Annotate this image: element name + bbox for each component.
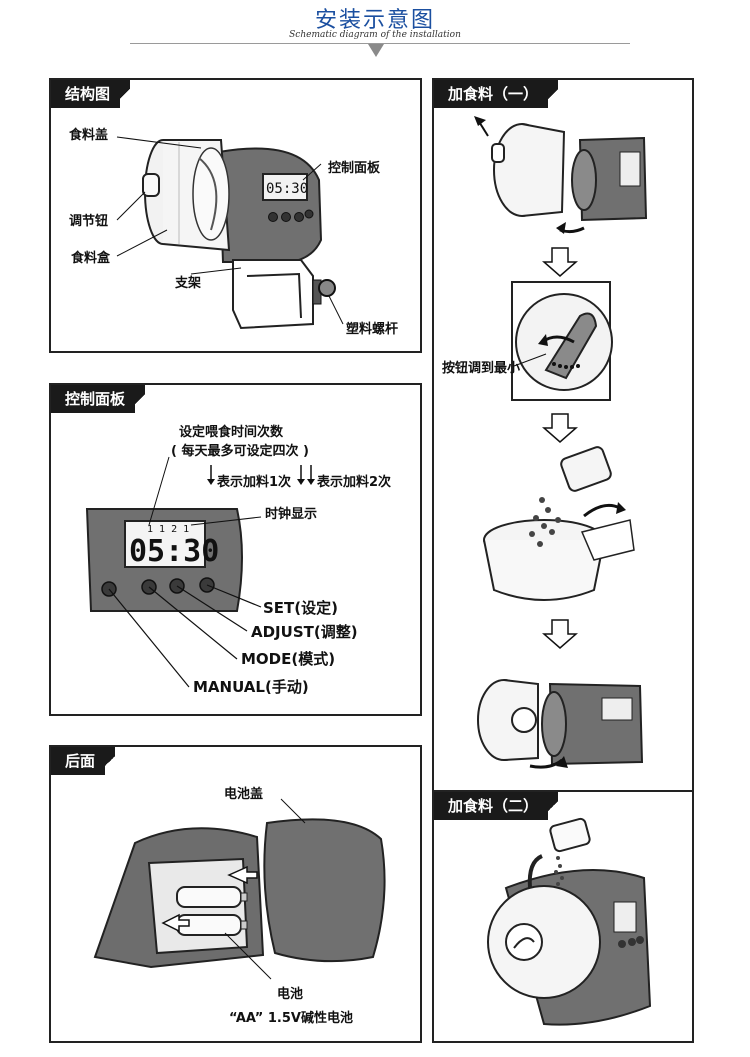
label-battery: 电池 — [277, 987, 304, 1002]
control-panel-section: 控制面板 设定喂食时间次数 ( 每天最多可设定四次 ) 05:30 1 1 2 … — [49, 383, 422, 716]
battery-compartment-illustration — [93, 798, 386, 980]
label-battery-type: “AA” 1.5V碱性电池 — [229, 1011, 353, 1026]
label-set-button: SET(设定) — [263, 599, 338, 617]
label-feed-once: 表示加料1次 — [217, 475, 292, 490]
back-panel: 后面 电池盖 电池 “AA” 1.5V碱性电池 — [49, 745, 422, 1043]
feed-steps-illustration — [474, 116, 648, 769]
feed-step-one-panel: 加食料（一） — [432, 78, 694, 794]
label-feed-twice: 表示加料2次 — [317, 475, 392, 490]
down-triangle-icon — [368, 44, 384, 57]
header-divider — [130, 43, 630, 44]
down-arrows-icon: 05:30 1 1 2 1 — [85, 456, 315, 688]
feed-two-tag: 加食料（二） — [434, 792, 559, 820]
label-manual-button: MANUAL(手动) — [193, 678, 309, 696]
label-knob: 调节钮 — [69, 214, 109, 229]
page-subtitle: Schematic diagram of the installation — [289, 30, 461, 40]
label-feed-max: ( 每天最多可设定四次 ) — [171, 444, 309, 459]
structure-display-text: 05:30 — [266, 181, 308, 197]
control-display-time: 05:30 — [129, 534, 219, 569]
control-tag: 控制面板 — [51, 385, 146, 413]
control-display-top: 1 1 2 1 — [147, 524, 189, 535]
label-stand: 支架 — [175, 276, 202, 291]
page-title: 安装示意图 — [314, 8, 435, 33]
label-box: 食料盒 — [71, 251, 111, 266]
feed-one-tag: 加食料（一） — [434, 80, 559, 108]
label-adjust-button: ADJUST(调整) — [251, 623, 358, 641]
back-tag: 后面 — [51, 747, 116, 775]
feeder-device-illustration: 05:30 — [116, 136, 344, 330]
label-turn-knob-min: 按钮调到最小 — [442, 361, 521, 376]
feed-top-hole-illustration — [487, 817, 652, 1026]
label-control-panel: 控制面板 — [328, 161, 381, 176]
label-clock-display: 时钟显示 — [265, 507, 318, 522]
label-battery-cover: 电池盖 — [224, 787, 264, 802]
structure-panel: 结构图 05:30 食料盖 调节钮 食料盒 支架 控制面板 塑料螺杆 — [49, 78, 422, 353]
label-feed-count: 设定喂食时间次数 — [179, 425, 284, 440]
label-lid: 食料盖 — [69, 128, 109, 143]
structure-tag: 结构图 — [51, 80, 131, 108]
feed-step-two-panel: 加食料（二） — [432, 790, 694, 1043]
label-mode-button: MODE(模式) — [241, 650, 336, 668]
label-plastic-screw: 塑料螺杆 — [346, 322, 399, 337]
